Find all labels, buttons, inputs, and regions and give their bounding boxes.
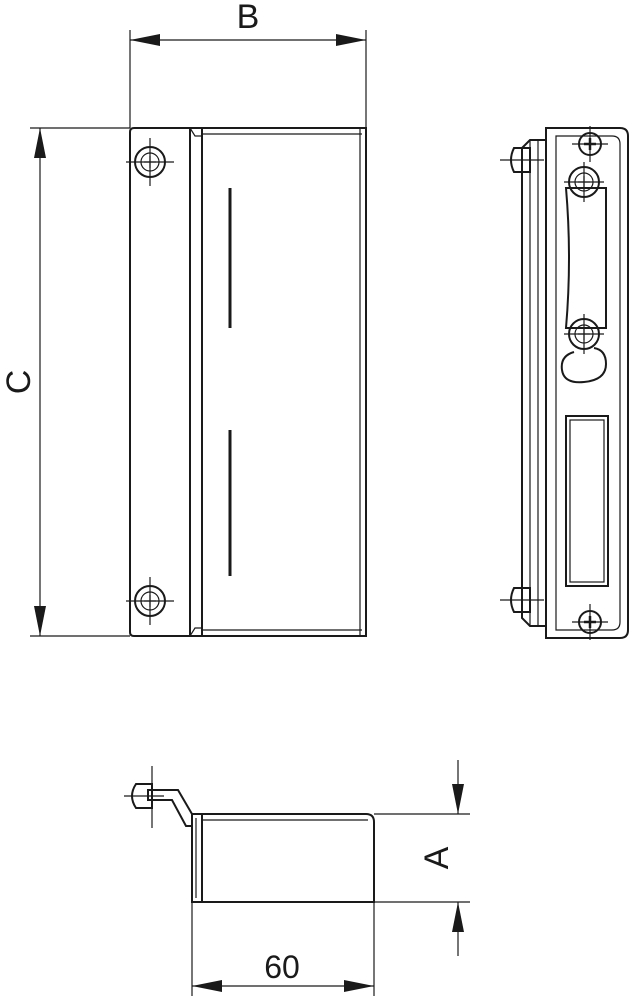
dimension-b: B (129, 0, 367, 128)
side-faceplate (545, 127, 629, 639)
bottom-flange (147, 789, 193, 827)
front-view (126, 127, 367, 637)
side-bracket (521, 139, 547, 627)
side-screw-bottom-profile (510, 587, 531, 613)
dimension-60: 60 (191, 902, 375, 996)
side-view (500, 126, 629, 640)
dimension-c: C (0, 127, 130, 637)
side-screw-top-profile (510, 147, 531, 173)
front-body (201, 127, 367, 637)
front-flange-plate (129, 127, 191, 637)
dimension-a: A (374, 760, 470, 956)
side-upper-cutout (564, 187, 607, 329)
dimension-a-label: A (418, 846, 456, 869)
bottom-strip (191, 813, 203, 903)
dimension-c-label: C (0, 370, 38, 395)
bottom-view (124, 766, 375, 903)
side-oval-hole (560, 347, 608, 384)
dimension-b-label: B (237, 0, 260, 36)
front-bend-strip (189, 127, 203, 637)
bottom-body (201, 813, 375, 903)
dimension-60-label: 60 (264, 949, 300, 985)
side-strike-window (565, 415, 609, 587)
bottom-screw-profile (131, 783, 153, 809)
